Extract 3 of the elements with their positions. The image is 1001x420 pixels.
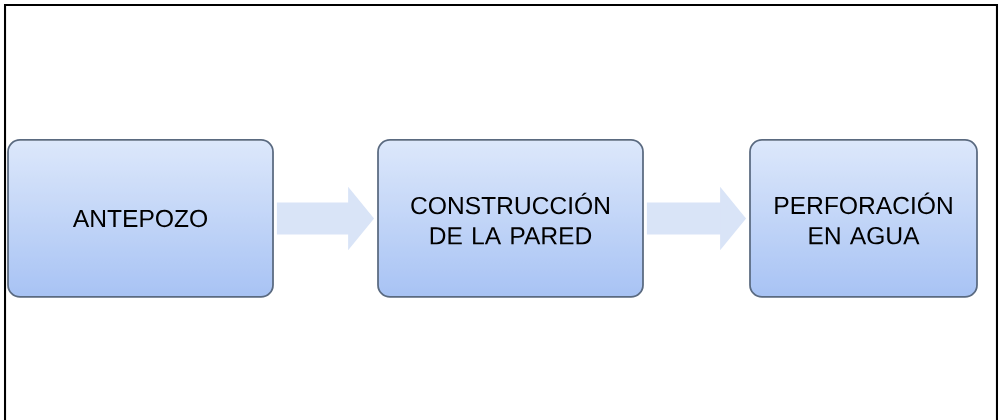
process-box: ANTEPOZO [7, 139, 274, 298]
process-box: CONSTRUCCIÓN DE LA PARED [377, 139, 644, 298]
process-box: PERFORACIÓN EN AGUA [749, 139, 978, 298]
